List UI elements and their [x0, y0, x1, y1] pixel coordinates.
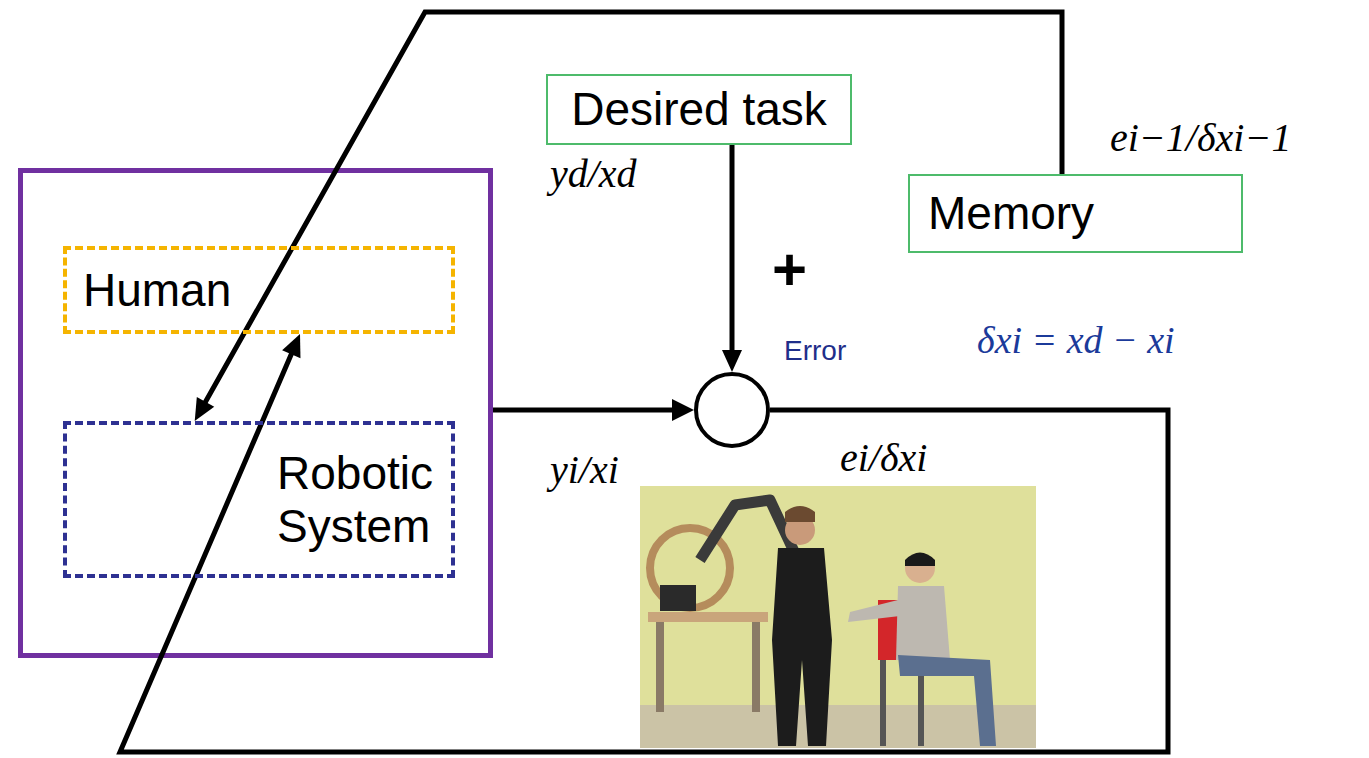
photo-chair-leg: [880, 660, 886, 746]
photo-woman-legs: [898, 655, 996, 746]
memory-box: Memory: [908, 174, 1243, 253]
photo-wall: [640, 486, 1036, 748]
output-wire: [493, 408, 674, 413]
connector: [120, 334, 1168, 752]
photo-robot-motor: [660, 585, 696, 611]
robot-box: Robotic System: [63, 421, 455, 578]
node-label: Memory: [928, 187, 1094, 240]
photo-table-leg: [752, 622, 760, 712]
photo-woman-hair: [905, 553, 935, 567]
arrowhead: [282, 334, 300, 358]
connector-line: [730, 145, 735, 354]
node-label: Robotic System: [277, 447, 439, 553]
photo-table-leg: [656, 622, 664, 712]
photo-man-body: [772, 548, 832, 746]
photo-floor: [640, 705, 1036, 748]
photo-woman-arm: [848, 600, 900, 622]
edge-label: yd/xd: [548, 152, 639, 196]
node-label: Desired task: [571, 83, 827, 136]
human-box: Human: [63, 246, 455, 334]
connector: [722, 145, 742, 372]
signal-label: yi/xi: [548, 448, 621, 492]
sign-label: +: [772, 240, 807, 300]
summing-junction: +: [694, 372, 770, 448]
photo-woman-head: [905, 553, 935, 583]
arrowhead: [195, 397, 215, 421]
edge-label: ei−1/δxi−1: [1108, 116, 1293, 160]
photo: [640, 486, 1036, 748]
equation-label: δxi = xd − xi: [975, 320, 1177, 362]
photo-table: [648, 612, 768, 622]
node-label: Human: [83, 264, 231, 317]
output-arrowhead: [672, 399, 694, 421]
error-label: Error: [782, 336, 848, 367]
task-box: Desired task: [546, 74, 852, 145]
photo-woman-sweater: [896, 586, 950, 660]
photo-man-hair: [785, 506, 815, 522]
connector-line: [120, 351, 1168, 752]
system-frame: [21, 171, 491, 656]
edge-label: ei/δxi: [838, 436, 929, 480]
arrowhead: [722, 350, 742, 372]
